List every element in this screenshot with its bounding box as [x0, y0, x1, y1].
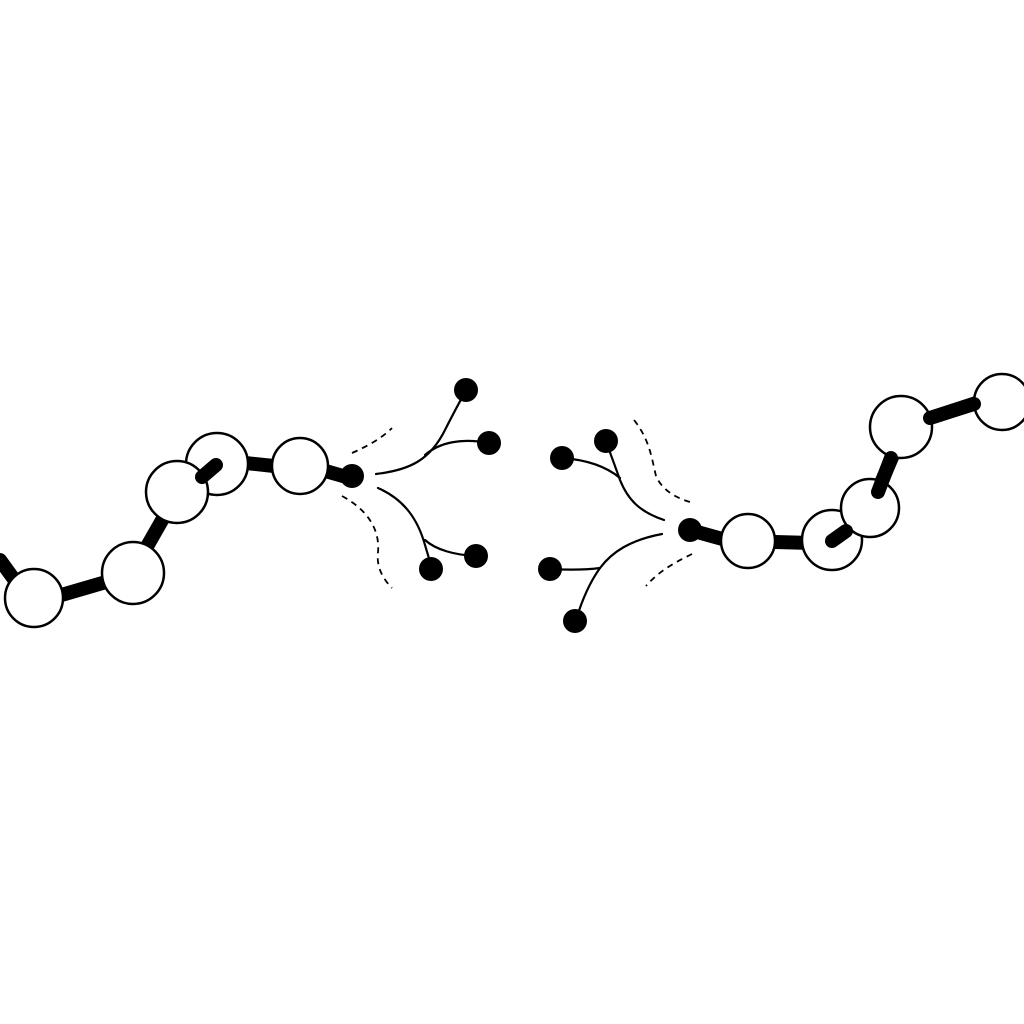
- right-strand-dot-bottom: [563, 609, 587, 633]
- left-strand-dot-upper-right: [477, 431, 501, 455]
- left-strand-lower: [376, 486, 434, 570]
- right-bead-4: [868, 394, 934, 460]
- left-strand-upper: [374, 388, 468, 476]
- left-bead-2: [100, 540, 166, 606]
- left-bead-5: [270, 436, 330, 496]
- right-bead-5: [972, 372, 1024, 432]
- left-end-node: [340, 464, 364, 488]
- left-tear-line-bottom: [341, 495, 393, 589]
- right-tear-line-bottom: [645, 553, 693, 587]
- left-bead-3: [144, 459, 210, 525]
- right-chain-half: [538, 372, 1024, 633]
- right-strand-dot-lower-left: [538, 557, 562, 581]
- right-end-node: [678, 518, 702, 542]
- right-link-3b: [825, 524, 853, 548]
- right-tear-line-top: [633, 419, 691, 503]
- left-strand-dot-bottom: [419, 557, 443, 581]
- right-strand-dot-upper-left: [550, 446, 574, 470]
- right-strand-upper: [604, 440, 666, 522]
- right-link-4b: [871, 451, 898, 499]
- left-link-2: [138, 508, 172, 557]
- right-strand-lower: [574, 532, 664, 622]
- left-bead-1: [3, 567, 65, 629]
- right-bead-1: [719, 512, 777, 570]
- left-link-3b: [195, 458, 223, 484]
- right-strand-dot-top: [594, 429, 618, 453]
- right-link-5b: [923, 397, 981, 425]
- left-strand-dot-lower-right: [464, 544, 488, 568]
- left-link-1: [51, 575, 113, 603]
- left-tear-line-top: [351, 427, 393, 454]
- left-chain-half: [0, 378, 501, 629]
- left-strand-dot-top: [454, 378, 478, 402]
